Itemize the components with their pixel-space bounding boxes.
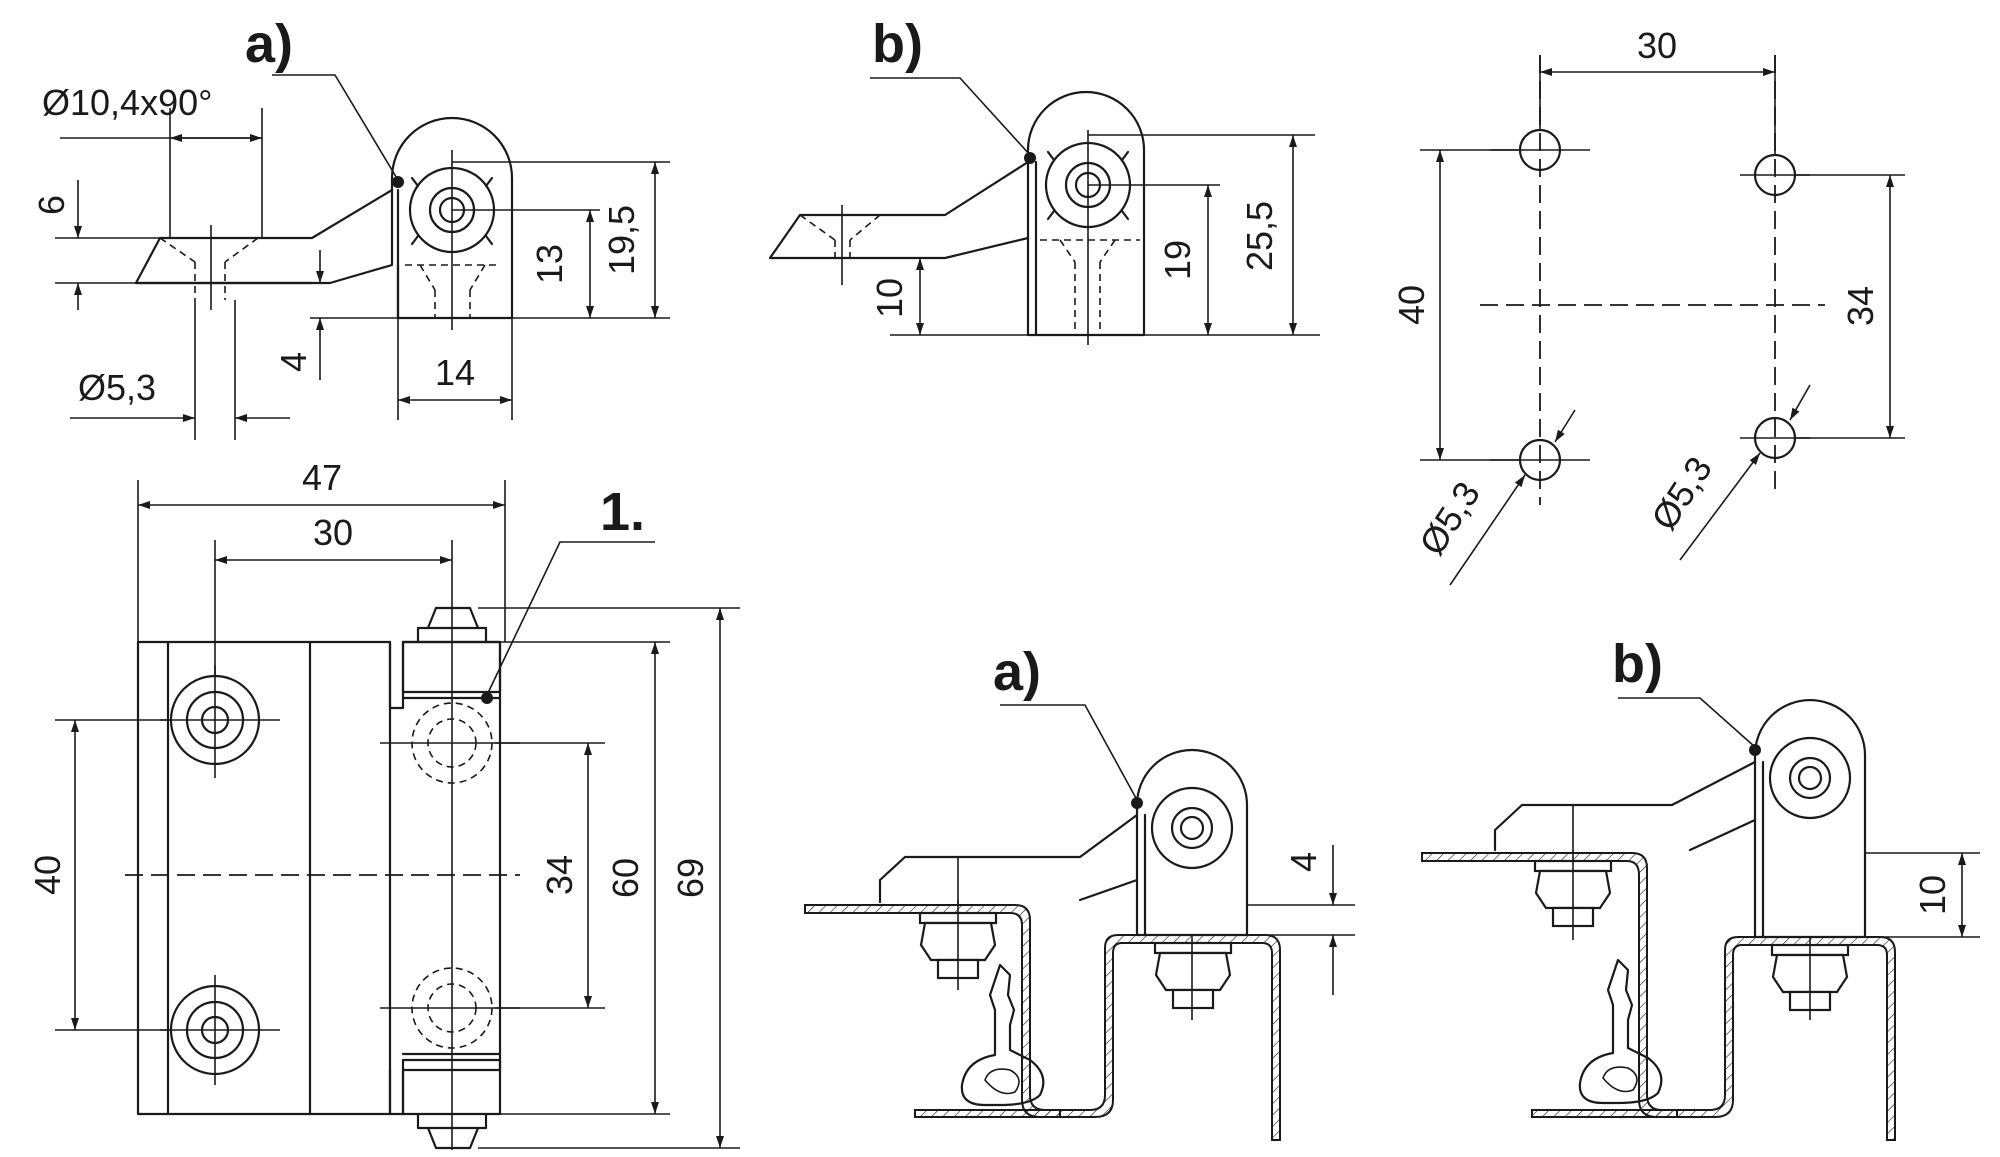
dim-front-69: 69 (670, 858, 711, 898)
part-1-label: 1. (600, 482, 645, 542)
dim-front-34: 34 (539, 855, 580, 895)
mount-b-label: b) (1612, 634, 1663, 694)
mount-a: a) 4 (804, 642, 1355, 1141)
dim-25-5: 25,5 (1239, 201, 1280, 271)
dim-countersink: Ø10,4x90° (42, 82, 213, 123)
view-a-side: a) Ø10,4x90° 6 (31, 14, 670, 440)
front-view: 1. 47 30 40 34 60 69 (27, 457, 740, 1150)
view-a-label: a) (245, 14, 293, 74)
dim-14: 14 (435, 352, 475, 393)
dim-pattern-hole-left: Ø5,3 (1411, 474, 1488, 562)
dim-pattern-30: 30 (1637, 25, 1677, 66)
dim-hole-a: Ø5,3 (78, 367, 156, 408)
dim-pattern-34: 34 (1840, 286, 1881, 326)
dim-19-5: 19,5 (601, 205, 642, 275)
dim-19: 19 (1157, 240, 1198, 280)
dim-front-40: 40 (27, 855, 68, 895)
dim-4: 4 (273, 352, 314, 372)
view-b-label: b) (872, 14, 923, 74)
mount-a-label: a) (993, 642, 1041, 702)
mount-b: b) 10 (1421, 634, 1980, 1141)
dim-pattern-40: 40 (1391, 285, 1432, 325)
dim-front-60: 60 (605, 858, 646, 898)
dim-13: 13 (529, 244, 570, 284)
dim-10: 10 (869, 278, 910, 318)
dim-mount-10: 10 (1912, 875, 1953, 915)
view-b-side: b) 10 19 25,5 (768, 14, 1320, 345)
hole-pattern: 30 40 34 Ø5,3 Ø5,3 (1391, 25, 1905, 586)
dim-front-30: 30 (313, 512, 353, 553)
dim-pattern-hole-right: Ø5,3 (1643, 449, 1720, 537)
dim-6: 6 (31, 195, 72, 215)
dim-front-47: 47 (302, 457, 342, 498)
dim-mount-4: 4 (1283, 852, 1324, 872)
